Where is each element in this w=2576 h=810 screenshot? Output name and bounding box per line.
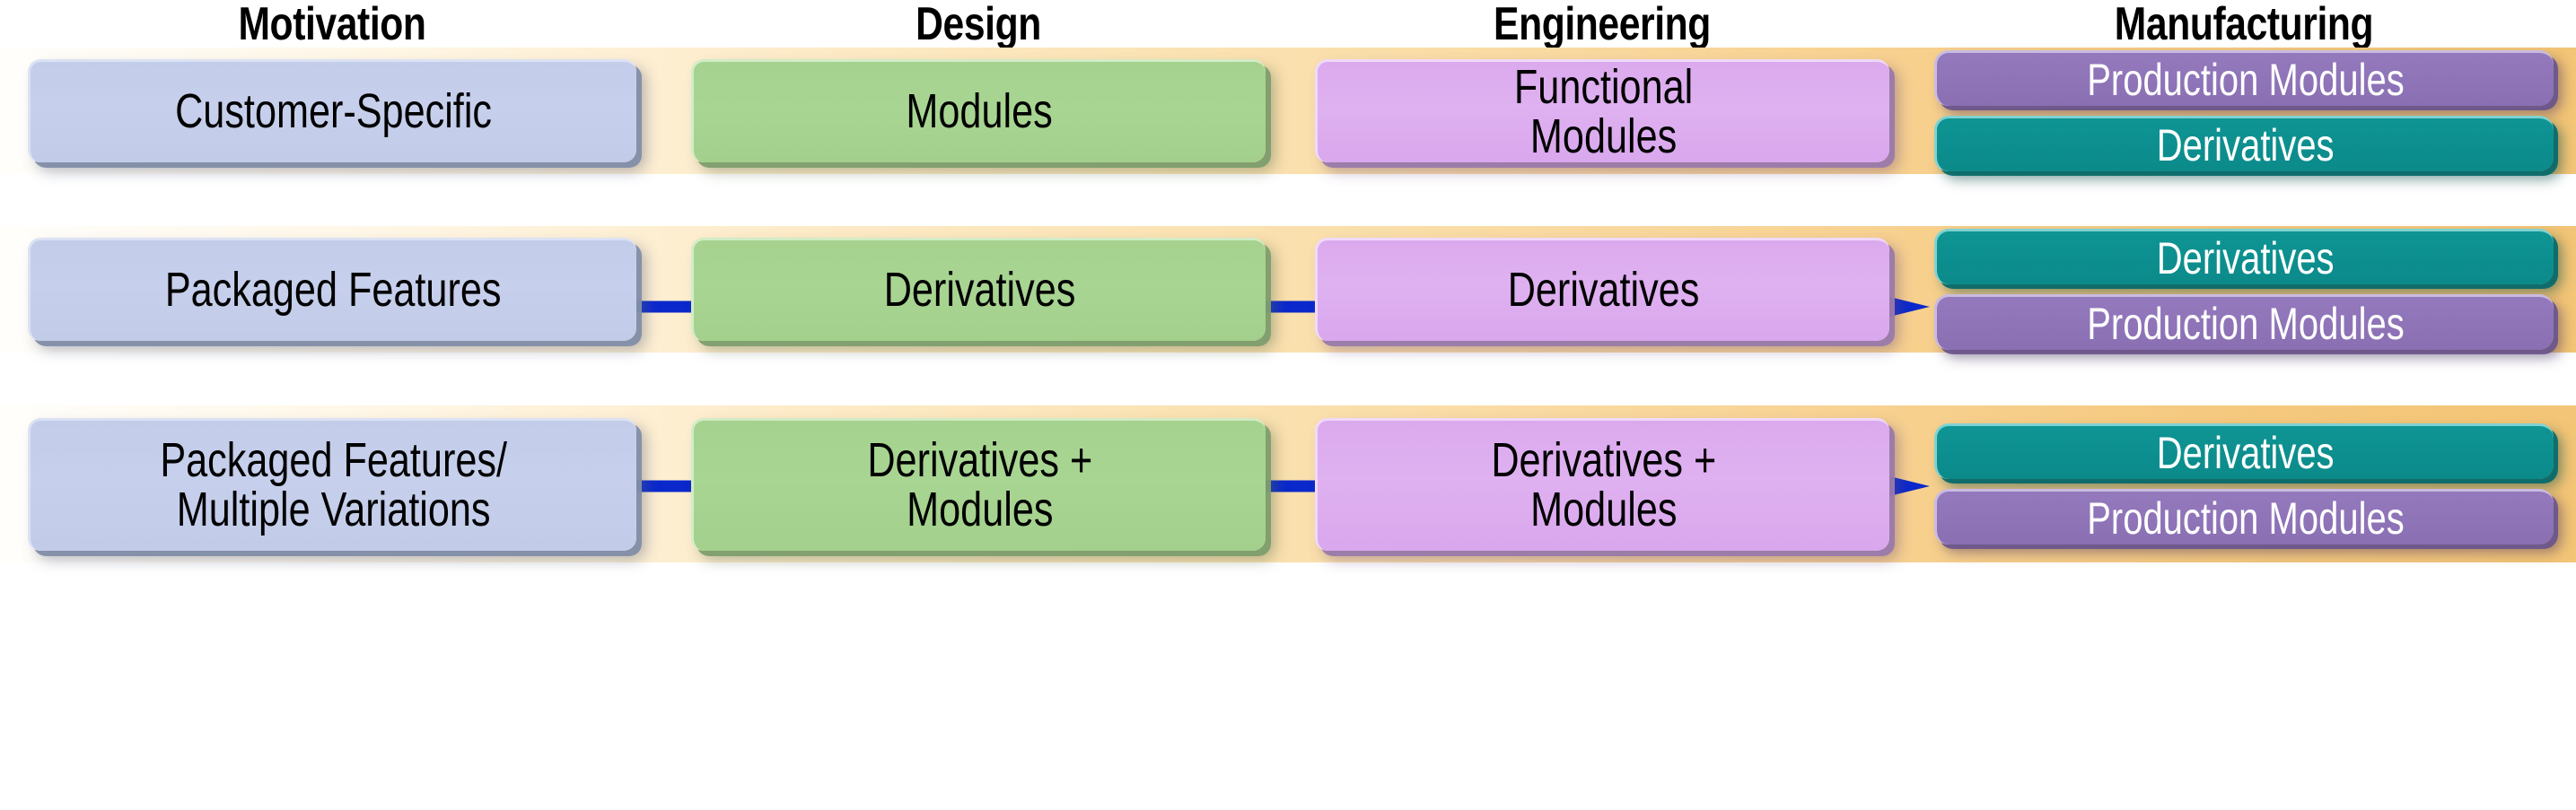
row-1-manufacturing-stack: Production Modules Derivatives bbox=[1934, 50, 2554, 171]
row-3-manufacturing-pill-2[interactable]: Production Modules bbox=[1934, 489, 2554, 544]
row-3-manufacturing-stack: Derivatives Production Modules bbox=[1934, 423, 2554, 544]
row-1-cell-design: Modules bbox=[664, 48, 1292, 174]
row-2-manufacturing-pill-1[interactable]: Derivatives bbox=[1934, 229, 2554, 284]
row-2-motivation-box[interactable]: Packaged Features bbox=[28, 238, 636, 341]
row-3-engineering-box[interactable]: Derivatives + Modules bbox=[1315, 417, 1889, 551]
row-2-manufacturing-pill-1-label: Derivatives bbox=[2156, 232, 2335, 283]
row-1-cell-manufacturing: Production Modules Derivatives bbox=[1912, 48, 2576, 174]
column-headers: Motivation Design Engineering Manufactur… bbox=[0, 0, 2576, 48]
matrix-row-1: Customer-Specific Modules Functional Mod… bbox=[0, 48, 2576, 174]
column-header-engineering: Engineering bbox=[1494, 0, 1711, 50]
row-2-design-label: Derivatives bbox=[883, 263, 1076, 318]
row-3-manufacturing-pill-1-label: Derivatives bbox=[2156, 427, 2335, 478]
row-1-manufacturing-pill-1-label: Production Modules bbox=[2086, 54, 2405, 105]
row-2-cell-manufacturing: Derivatives Production Modules bbox=[1912, 226, 2576, 353]
row-3-design-label: Derivatives + Modules bbox=[867, 432, 1092, 536]
row-3-motivation-box[interactable]: Packaged Features/ Multiple Variations bbox=[28, 417, 636, 551]
row-1-motivation-box[interactable]: Customer-Specific bbox=[28, 59, 636, 162]
row-1-engineering-label: Functional Modules bbox=[1513, 59, 1694, 163]
row-2-engineering-label: Derivatives bbox=[1507, 263, 1700, 318]
row-1-motivation-label: Customer-Specific bbox=[175, 84, 492, 139]
row-1-manufacturing-pill-2-label: Derivatives bbox=[2156, 119, 2335, 170]
row-3-manufacturing-pill-2-label: Production Modules bbox=[2086, 492, 2405, 544]
row-1-cell-motivation: Customer-Specific bbox=[0, 48, 664, 174]
row-1-manufacturing-pill-2[interactable]: Derivatives bbox=[1934, 116, 2554, 171]
row-2-cell-engineering: Derivatives bbox=[1292, 226, 1912, 353]
row-2-cell-motivation: Packaged Features bbox=[0, 226, 664, 353]
column-header-motivation: Motivation bbox=[238, 0, 426, 50]
row-3-design-box[interactable]: Derivatives + Modules bbox=[691, 417, 1266, 551]
row-3-motivation-label: Packaged Features/ Multiple Variations bbox=[160, 432, 507, 536]
row-1-cell-engineering: Functional Modules bbox=[1292, 48, 1912, 174]
row-2-cell-design: Derivatives bbox=[664, 226, 1292, 353]
row-3-cell-design: Derivatives + Modules bbox=[664, 405, 1292, 562]
row-1-design-box[interactable]: Modules bbox=[691, 59, 1266, 162]
row-3-engineering-label: Derivatives + Modules bbox=[1491, 432, 1716, 536]
row-3-cell-engineering: Derivatives + Modules bbox=[1292, 405, 1912, 562]
row-2-manufacturing-pill-2-label: Production Modules bbox=[2086, 298, 2405, 349]
row-2-engineering-box[interactable]: Derivatives bbox=[1315, 238, 1889, 341]
row-3-cell-manufacturing: Derivatives Production Modules bbox=[1912, 405, 2576, 562]
matrix-row-2: Packaged Features Derivatives Derivative… bbox=[0, 226, 2576, 353]
row-2-manufacturing-stack: Derivatives Production Modules bbox=[1934, 229, 2554, 350]
row-2-manufacturing-pill-2[interactable]: Production Modules bbox=[1934, 294, 2554, 350]
column-header-manufacturing: Manufacturing bbox=[2114, 0, 2374, 50]
row-1-design-label: Modules bbox=[906, 84, 1054, 139]
row-1-manufacturing-pill-1[interactable]: Production Modules bbox=[1934, 50, 2554, 106]
row-3-cell-motivation: Packaged Features/ Multiple Variations bbox=[0, 405, 664, 562]
row-3-manufacturing-pill-1[interactable]: Derivatives bbox=[1934, 423, 2554, 479]
row-2-design-box[interactable]: Derivatives bbox=[691, 238, 1266, 341]
row-2-motivation-label: Packaged Features bbox=[165, 263, 502, 318]
matrix-row-3: Packaged Features/ Multiple Variations D… bbox=[0, 405, 2576, 562]
column-header-design: Design bbox=[916, 0, 1041, 50]
row-1-engineering-box[interactable]: Functional Modules bbox=[1315, 59, 1889, 162]
